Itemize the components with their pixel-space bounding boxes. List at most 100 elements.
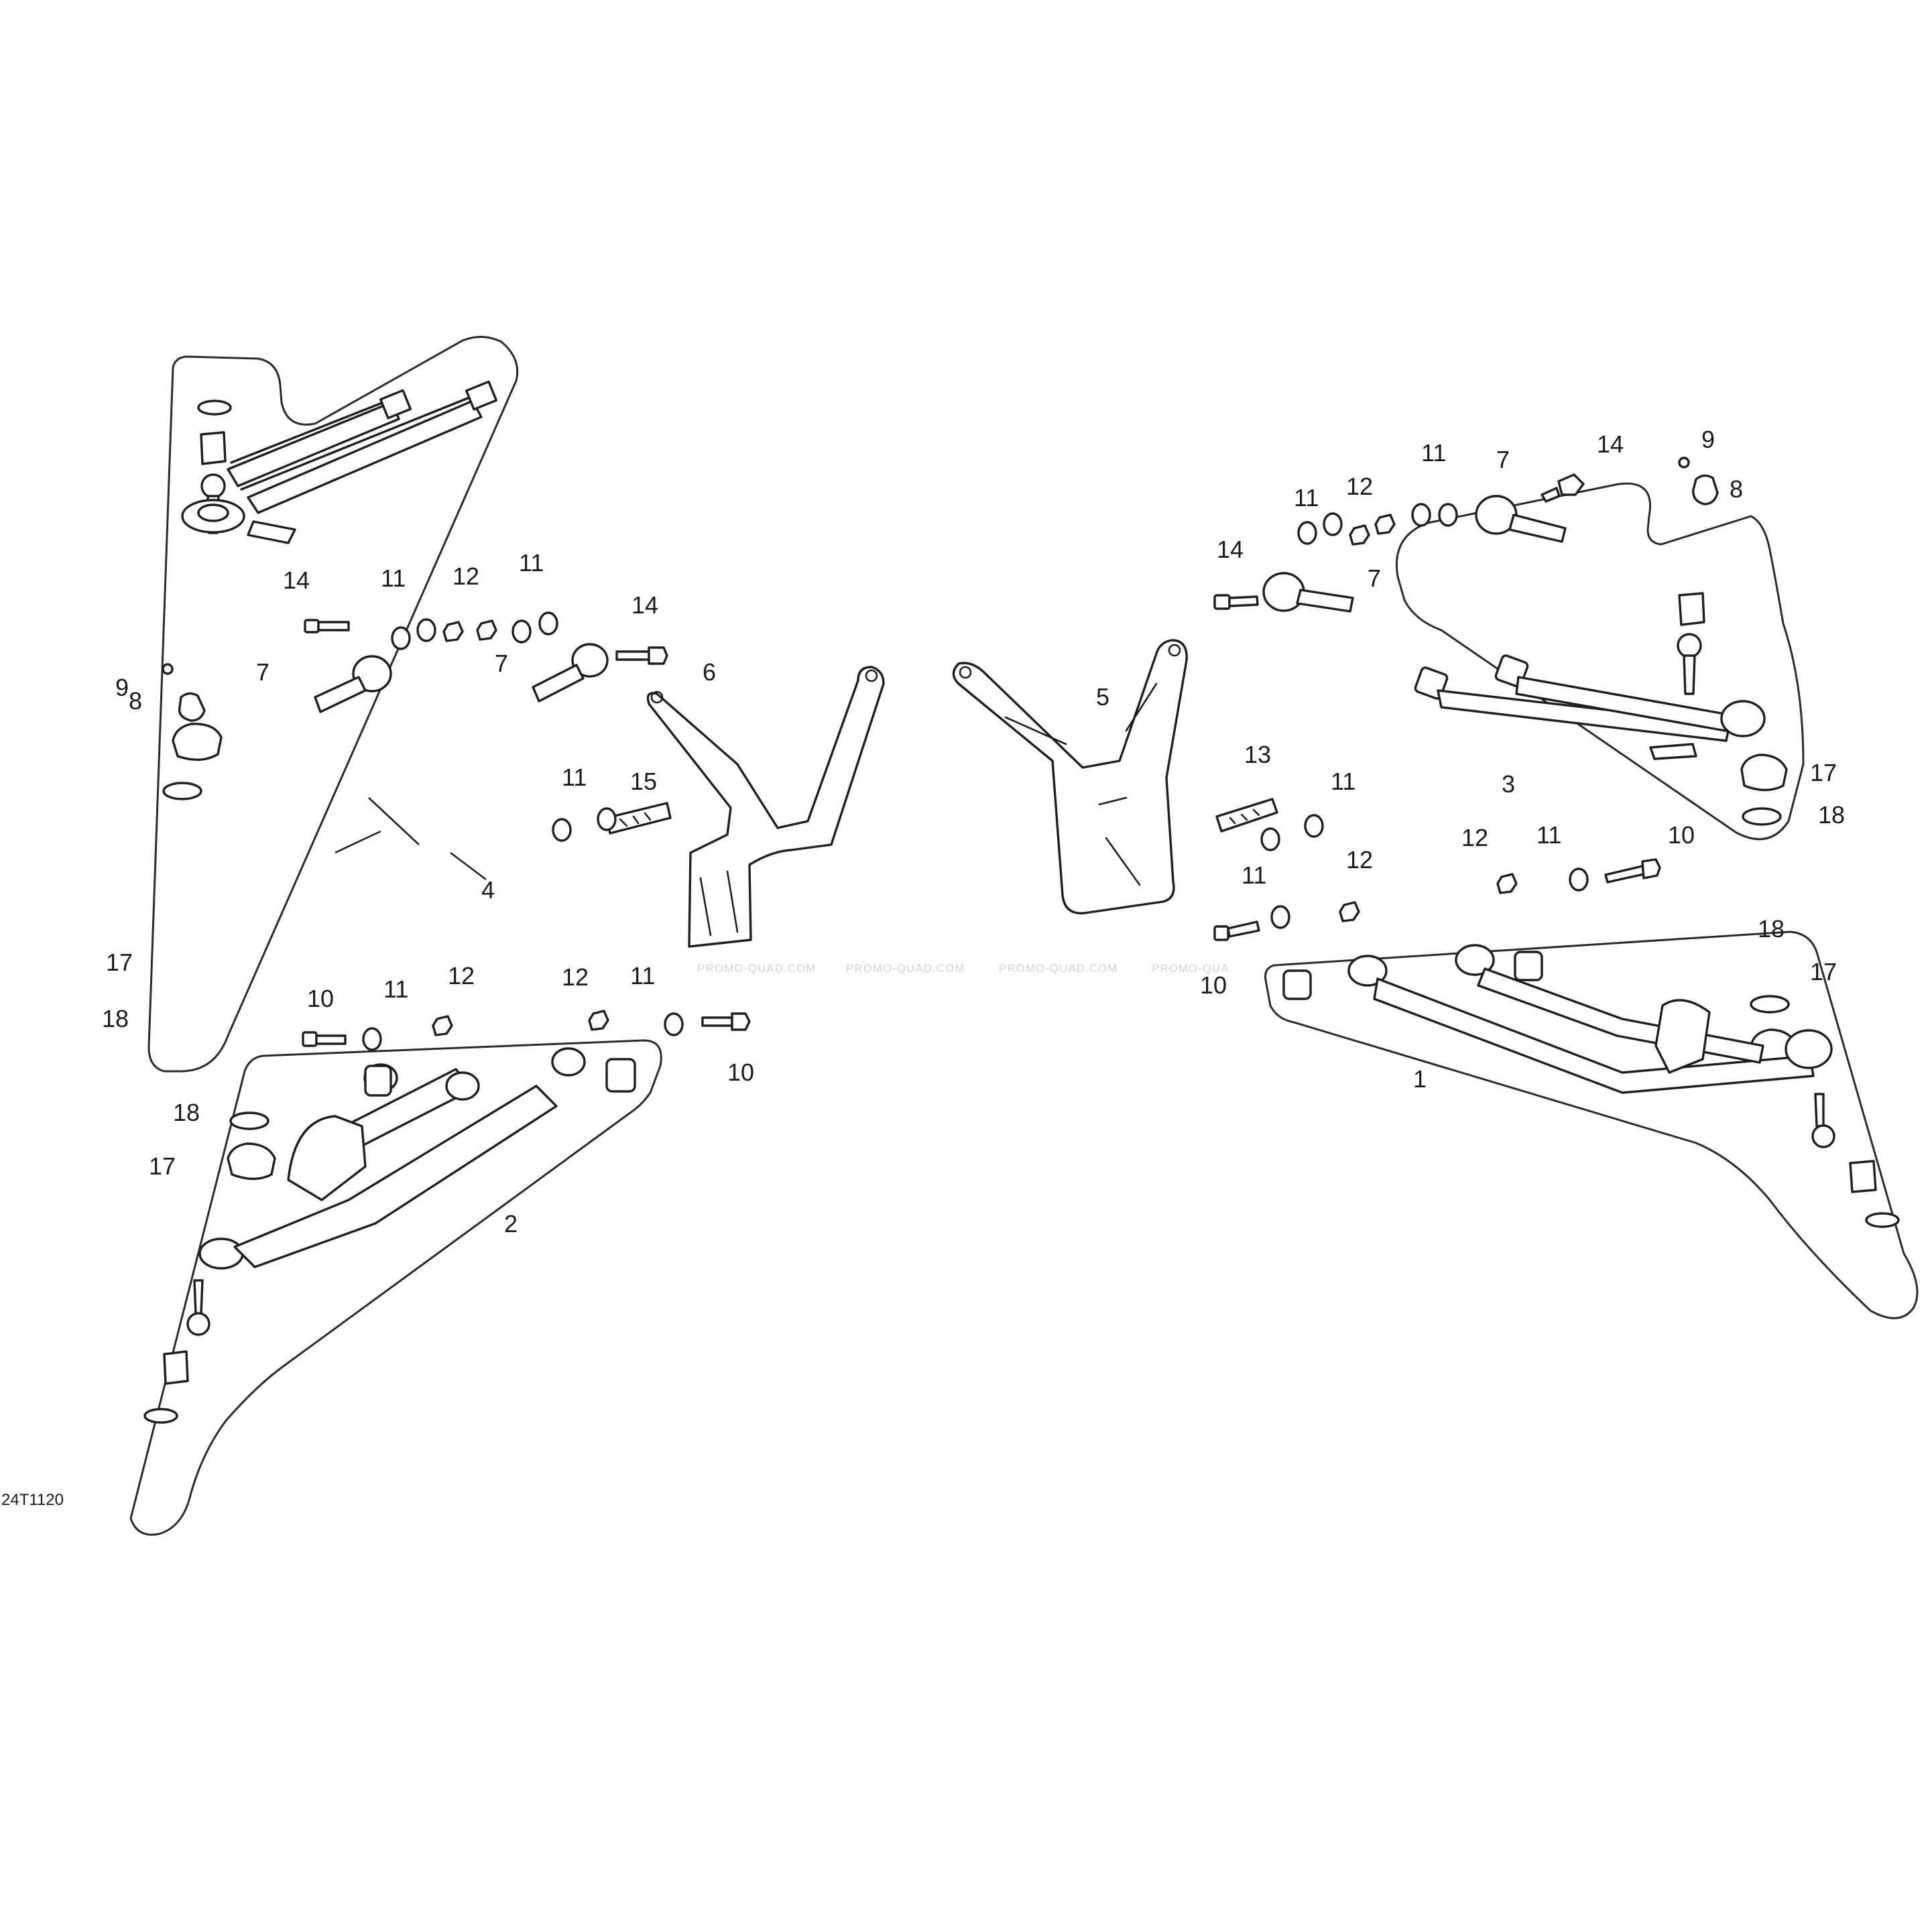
callout-right-lower-washer-b: 11 (1536, 821, 1561, 849)
bolt-10-right-lower-b (1604, 858, 1661, 884)
ball-joint-shape (200, 473, 226, 499)
lower-arm-bushing (605, 1058, 636, 1093)
callout-left-rod-end-b: 7 (495, 650, 508, 677)
bolt-hole (650, 690, 664, 704)
bolt-10-left-lower-b (701, 1012, 751, 1031)
left-upper-a-arm-group (147, 336, 519, 1073)
bushing-shape (163, 1350, 189, 1385)
callout-right-plate: 13 (1244, 741, 1271, 768)
upper-arm-ball-housing (1720, 700, 1766, 737)
washer-shape (511, 619, 532, 644)
washer-shape (1304, 814, 1324, 838)
left-lower-arm-outline (129, 1039, 662, 1536)
washer-shape (1260, 827, 1280, 851)
nut-shape (1339, 901, 1360, 922)
washer-shape (664, 1012, 684, 1036)
ring-18-right-upper (1742, 807, 1782, 826)
callout-right-plate-washer: 11 (1331, 768, 1355, 795)
nut-shape (1374, 514, 1396, 535)
washer-shape (362, 1027, 382, 1051)
bolt-10-right-lower-a (1213, 920, 1260, 941)
callout-left-lower-bolt-a: 10 (307, 985, 334, 1012)
callout-right-boot-lower: 17 (1810, 958, 1837, 985)
left-bracket (646, 666, 885, 948)
callout-left-bolt-a: 14 (283, 566, 310, 594)
callout-right-nuts: 12 (1346, 473, 1373, 500)
washer-shape (1297, 521, 1317, 545)
lower-arm-bushing (1514, 951, 1543, 981)
callout-left-washers-b: 11 (519, 549, 544, 577)
screw-shape (162, 663, 174, 675)
callout-right-clip-screw: 9 (1701, 426, 1715, 453)
leader-lines (335, 797, 487, 881)
callout-left-bolt-b: 14 (631, 591, 658, 619)
callout-right-bolt-b: 14 (1597, 430, 1624, 458)
washer-shape (552, 818, 572, 842)
callout-left-bracket: 6 (703, 658, 716, 686)
boot-17-right-upper (1740, 753, 1788, 792)
callout-right-lower-nut-a: 12 (1346, 846, 1373, 873)
washer-shape (391, 626, 411, 650)
rod-ends (314, 495, 1567, 713)
watermark: PROMO-QUAD.COM (697, 962, 816, 975)
screw-shape (1678, 457, 1690, 469)
callout-right-boot-upper: 17 (1810, 759, 1837, 786)
callout-right-lower-nut-b: 12 (1461, 824, 1488, 851)
right-bracket (952, 639, 1188, 914)
right-upper-arm-outline (1396, 482, 1805, 841)
bolt-14-right-a (1213, 594, 1259, 610)
right-lower-arm-outline (1264, 930, 1919, 1319)
lower-arm-bushing (1282, 969, 1312, 1000)
callout-left-nuts: 12 (452, 562, 479, 590)
ring-shape (197, 400, 232, 416)
rod-end-right-b (1475, 495, 1567, 543)
callout-left-upper-arm: 4 (481, 876, 495, 904)
stud-shape (1683, 654, 1696, 695)
ring-18-right-lower (1750, 995, 1790, 1014)
ring-18-left-upper (162, 782, 202, 800)
callout-right-upper-arm: 3 (1502, 770, 1515, 798)
callout-right-rod-end-a: 7 (1368, 564, 1381, 592)
callout-right-rod-end-b: 7 (1496, 446, 1510, 473)
bushing-shape (1849, 1160, 1877, 1193)
callout-left-lower-washer-b: 11 (630, 962, 655, 989)
ring-shape (1865, 1212, 1900, 1228)
clip-shape (178, 692, 206, 722)
ring-shape (143, 1408, 178, 1424)
bushing-shape (200, 431, 227, 465)
washer-shape (597, 807, 617, 831)
left-lower-a-arm-group (129, 1039, 662, 1536)
bolt-hole (959, 666, 972, 679)
stud-shape (1814, 1093, 1825, 1128)
lower-arm-gusset (287, 1115, 367, 1201)
callout-left-boot-lower: 17 (149, 1152, 176, 1180)
nut-shape (588, 1010, 609, 1031)
nut-shape (442, 621, 464, 642)
arm-bushing-end (465, 380, 498, 411)
ball-joint-shape (1677, 633, 1702, 658)
lower-arm-ball-housing (198, 1237, 244, 1270)
lower-arm-bushing (364, 1065, 392, 1097)
upper-arm-tubes (230, 391, 484, 491)
boot-17-left-lower (227, 1142, 276, 1181)
bolt-14-left-b (615, 646, 668, 665)
washer-shape (538, 611, 558, 636)
bushing-shape (1678, 592, 1705, 626)
stud-shape (193, 1279, 204, 1315)
callout-left-ring-lower: 18 (173, 1099, 200, 1126)
lower-arm-gusset (1654, 999, 1711, 1074)
arm-bushing-end (379, 389, 412, 420)
callout-left-plate: 15 (630, 768, 657, 795)
watermark: PROMO-QUAD.COM (999, 962, 1118, 975)
callout-right-lower-arm: 1 (1413, 1065, 1427, 1093)
callout-left-lower-bolt-b: 10 (727, 1059, 754, 1086)
nut-shape (1496, 873, 1518, 894)
upper-arm-tab (247, 520, 296, 544)
boot-17-left-upper (172, 723, 223, 762)
watermark: PROMO-QUA (1152, 962, 1229, 975)
lower-arm-bushing-end (1455, 944, 1495, 976)
upper-arm-tab (1649, 743, 1697, 760)
bolt-14-left-a (304, 619, 350, 633)
bolt-14-right-b (1541, 473, 1585, 503)
lower-arm-bushing-end (445, 1071, 480, 1101)
